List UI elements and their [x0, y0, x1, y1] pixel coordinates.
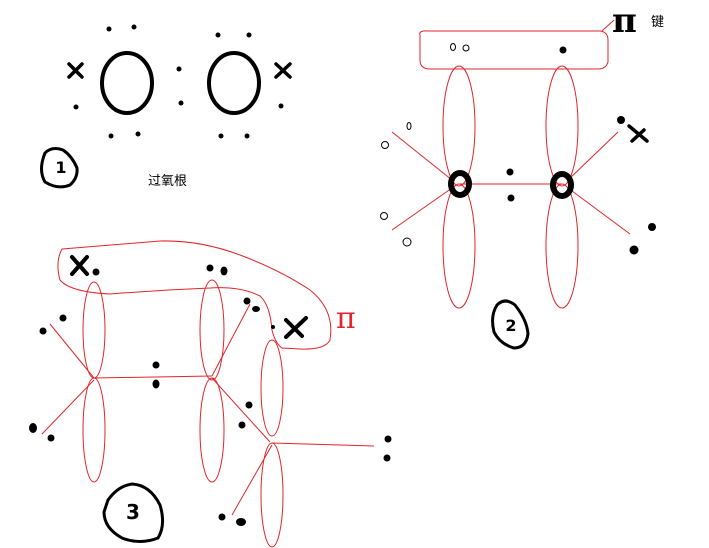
p-orbital-lower-right [545, 183, 579, 309]
number-circle-3 [102, 482, 165, 543]
oxygen-atom-right [207, 51, 261, 115]
p-orbital-3-upper [260, 339, 284, 437]
diagram-1-number: 1 [55, 158, 67, 177]
electron-dots [506, 46, 656, 255]
diagram-2-atoms [380, 43, 656, 350]
pi-symbol-diagram-3: π [336, 301, 356, 336]
peroxide-caption: 过氧根 [148, 174, 188, 189]
p-orbital-1-upper [82, 281, 106, 379]
electron-dots [73, 24, 284, 139]
number-circle-1 [40, 147, 79, 189]
number-circle-2 [491, 299, 530, 350]
cross-electron [627, 124, 649, 143]
oxygen-atom-left [100, 51, 154, 115]
diagram-3-number: 3 [126, 500, 140, 524]
diagram-2-orbitals [391, 19, 631, 309]
hollow-electrons [380, 43, 470, 247]
diagram-2-number: 2 [505, 316, 517, 335]
oxygen-atom-right [550, 171, 574, 199]
diagram-1-lewis-structure [40, 24, 292, 189]
cross-electrons [67, 62, 292, 79]
electron-dots [29, 264, 392, 526]
p-orbital-2-upper [199, 279, 225, 381]
diagram-3-orbitals [41, 240, 375, 548]
p-orbital-2-lower [199, 377, 225, 483]
pi-arrow [601, 19, 615, 32]
p-orbital-lower-left [442, 183, 476, 309]
pi-bond-caption: 键 [651, 15, 665, 30]
cross-electrons [70, 255, 308, 339]
p-orbital-upper-left [442, 65, 476, 187]
pi-bond-region [419, 30, 609, 70]
diagram-3-atoms [29, 255, 392, 543]
pi-symbol-diagram-2: π [612, 1, 637, 41]
pi-bond-region [57, 240, 332, 350]
p-orbital-1-lower [82, 377, 106, 483]
oxygen-atom-left [448, 170, 472, 198]
p-orbital-upper-right [545, 65, 579, 187]
